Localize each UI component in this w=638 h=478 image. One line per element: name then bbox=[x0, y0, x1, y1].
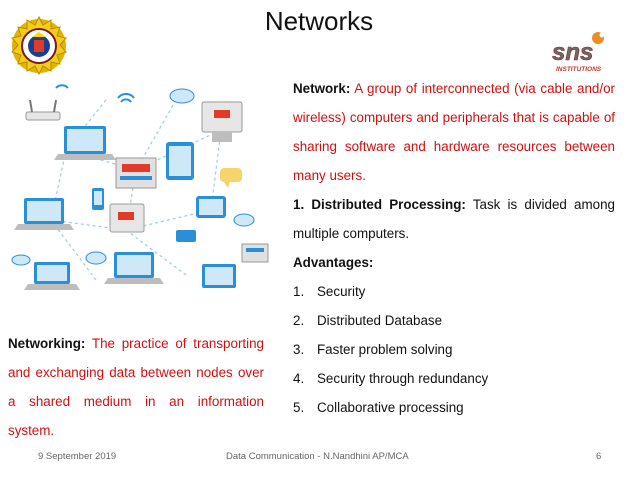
footer-author: Data Communication - N.Nandhini AP/MCA bbox=[226, 451, 409, 462]
list-item-number: 2. bbox=[293, 313, 305, 328]
list-item: 4. Security through redundancy bbox=[293, 364, 615, 393]
list-item-number: 5. bbox=[293, 400, 305, 415]
svg-text:INSTITUTIONS: INSTITUTIONS bbox=[556, 66, 602, 73]
sns-institutions-logo: sns INSTITUTIONS bbox=[552, 32, 606, 73]
list-item-text: Faster problem solving bbox=[317, 342, 453, 357]
network-text: A group of interconnected (via cable and… bbox=[293, 81, 615, 183]
advantages-list: 1. Security 2. Distributed Database 3. Fast… bbox=[293, 277, 615, 422]
svg-text:sns: sns bbox=[552, 39, 593, 66]
right-text-column: Network: A group of interconnected (via … bbox=[293, 74, 615, 422]
slide-title: Networks bbox=[264, 6, 374, 36]
list-item-number: 3. bbox=[293, 342, 305, 357]
list-item-text: Distributed Database bbox=[317, 313, 443, 328]
list-item-number: 4. bbox=[293, 371, 305, 386]
networking-text: The practice of transporting and exchang… bbox=[8, 336, 264, 438]
network-definition: Network: A group of interconnected (via … bbox=[293, 74, 615, 190]
networking-definition: Networking: The practice of transporting… bbox=[8, 329, 264, 445]
list-item-text: Security bbox=[317, 284, 366, 299]
list-item: 3. Faster problem solving bbox=[293, 335, 615, 364]
list-item-number: 1. bbox=[293, 284, 305, 299]
networking-label: Networking: bbox=[8, 336, 86, 351]
page-number: 6 bbox=[596, 451, 602, 462]
list-item-text: Security through redundancy bbox=[317, 371, 489, 386]
list-item: 1. Security bbox=[293, 277, 615, 306]
advantages-heading: Advantages: bbox=[293, 248, 615, 277]
list-item: 5. Collaborative processing bbox=[293, 393, 615, 422]
distributed-text: Task is divided among multiple computers… bbox=[293, 197, 615, 241]
network-label: Network: bbox=[293, 81, 351, 96]
network-devices-illustration bbox=[11, 84, 269, 290]
footer-date: 9 September 2019 bbox=[38, 451, 117, 462]
advantages-heading-text: Advantages: bbox=[293, 255, 374, 270]
college-seal-logo bbox=[11, 15, 67, 76]
distributed-processing: 1. Distributed Processing: Task is divid… bbox=[293, 190, 615, 248]
distributed-label: 1. Distributed Processing: bbox=[293, 197, 466, 212]
list-item: 2. Distributed Database bbox=[293, 306, 615, 335]
list-item-text: Collaborative processing bbox=[317, 400, 464, 415]
